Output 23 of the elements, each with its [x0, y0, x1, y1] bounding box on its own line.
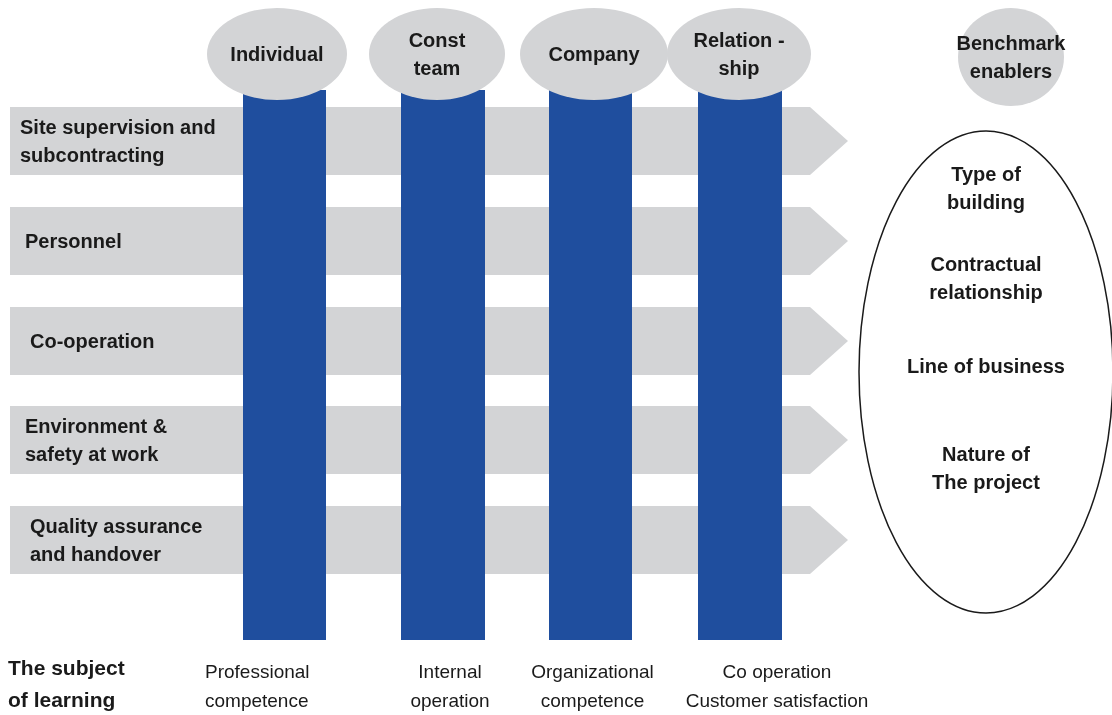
column-bar — [549, 90, 632, 640]
column-heading: Benchmark enablers — [956, 31, 1066, 84]
column-caption: Professional competence — [205, 660, 311, 713]
column-heading: Company — [547, 42, 641, 67]
row-label: Personnel — [25, 229, 123, 254]
row-label: Site supervision and subcontracting — [20, 115, 217, 168]
row-label: Quality assurance and handover — [30, 514, 204, 567]
column-heading: Relation - ship — [692, 28, 786, 81]
column-heading: Individual — [229, 42, 325, 67]
column-caption: Internal operation — [409, 660, 491, 713]
enabler-text: Nature of The project — [931, 442, 1041, 495]
row-label: Environment & safety at work — [25, 414, 169, 467]
enabler-text: Contractual relationship — [928, 252, 1044, 305]
column-caption: Organizational competence — [530, 660, 655, 713]
enabler-text: Type of building — [946, 162, 1026, 215]
column-heading: Const team — [407, 28, 467, 81]
column-bar — [243, 90, 326, 640]
enabler-text: Line of business — [906, 354, 1066, 379]
column-bar — [401, 90, 485, 640]
column-bar — [698, 90, 782, 640]
column-caption: Co operation Customer satisfaction — [684, 660, 870, 713]
axis-title: The subject of learning — [8, 655, 126, 713]
row-label: Co-operation — [30, 329, 156, 354]
